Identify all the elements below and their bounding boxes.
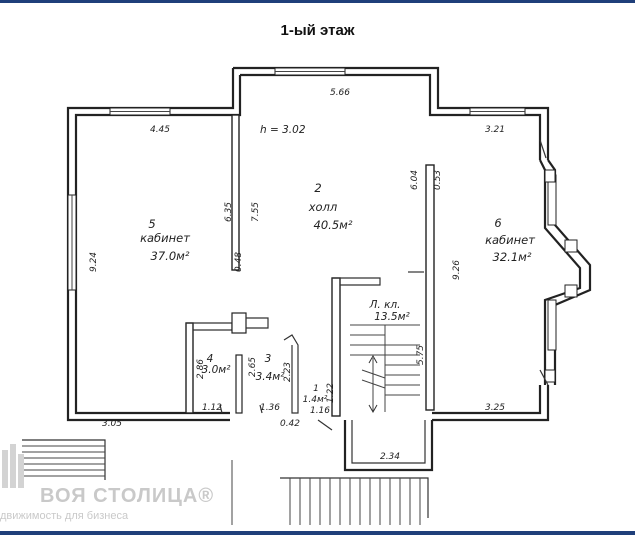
dim-room3-height: 2.65 bbox=[248, 357, 258, 377]
dim-room3-width: 1.36 bbox=[260, 403, 280, 413]
room-3-number: 3 bbox=[265, 353, 272, 365]
top-border bbox=[0, 0, 635, 3]
dim-hall-right: 6.04 bbox=[410, 170, 420, 190]
room-2-area: 40.5м² bbox=[314, 218, 353, 232]
dim-stair-575: 5.75 bbox=[416, 345, 426, 365]
room-5-name: кабинет bbox=[140, 231, 190, 245]
room-2-number: 2 bbox=[314, 181, 321, 195]
room-1-area: 1.4м² bbox=[303, 395, 328, 405]
room-5-number: 5 bbox=[148, 217, 155, 231]
watermark-subtitle: движимость для бизнеса bbox=[0, 510, 129, 522]
windows bbox=[67, 67, 557, 351]
room-4-number: 4 bbox=[207, 353, 214, 365]
stairwell-area: 13.5м² bbox=[374, 311, 410, 323]
dim-left-side: 9.24 bbox=[89, 252, 99, 272]
dim-right-side: 9.26 bbox=[452, 260, 462, 280]
dimension-labels: 5.66 4.45 3.21 3.05 1.12 1.36 0.42 1.16 … bbox=[89, 88, 505, 462]
room-3-area: 3.4м² bbox=[256, 371, 286, 383]
dim-room1-116: 1.16 bbox=[310, 406, 330, 416]
dim-room3-223: 2.23 bbox=[283, 362, 293, 382]
room-1-number: 1 bbox=[313, 384, 319, 394]
room-4-area: 3.0м² bbox=[202, 364, 232, 376]
room-5-area: 37.0м² bbox=[151, 249, 190, 263]
dim-top-left: 4.45 bbox=[150, 125, 170, 135]
dim-hall-left: 7.55 bbox=[251, 202, 261, 222]
dim-wall-635: 6.35 bbox=[224, 202, 234, 222]
entrance-steps bbox=[231, 460, 429, 525]
bottom-border bbox=[0, 531, 635, 535]
side-steps bbox=[22, 439, 106, 480]
room-6-number: 6 bbox=[494, 216, 501, 230]
dim-right-053: 0.53 bbox=[433, 170, 443, 190]
ceiling-height: h = 3.02 bbox=[260, 124, 306, 136]
room-6-area: 32.1м² bbox=[493, 250, 532, 264]
dim-top-hall: 5.66 bbox=[330, 88, 350, 98]
dim-stair-bottom: 2.34 bbox=[380, 452, 400, 462]
door-marks bbox=[219, 139, 549, 431]
stairwell-name: Л. кл. bbox=[369, 299, 401, 311]
dim-room4-height: 2.86 bbox=[196, 359, 206, 379]
dim-bottom-right: 3.25 bbox=[485, 403, 505, 413]
interior-walls bbox=[185, 114, 578, 472]
dim-top-right: 3.21 bbox=[485, 125, 505, 135]
outer-walls bbox=[66, 66, 592, 422]
floor-title: 1-ый этаж bbox=[280, 22, 355, 39]
dim-room4-width: 1.12 bbox=[202, 403, 222, 413]
room-6-name: кабинет bbox=[485, 233, 535, 247]
dim-wall-048: 0.48 bbox=[234, 252, 244, 272]
watermark-logo bbox=[2, 444, 24, 488]
dim-bottom-042: 0.42 bbox=[280, 419, 300, 429]
watermark-name: ВОЯ СТОЛИЦА® bbox=[40, 485, 215, 507]
room-2-name: холл bbox=[308, 200, 338, 214]
dim-hall-122: 1.22 bbox=[326, 383, 336, 403]
staircase bbox=[350, 324, 420, 414]
room-labels: 2 холл 40.5м² 5 кабинет 37.0м² 6 кабинет… bbox=[140, 124, 535, 405]
dim-bottom-left: 3.05 bbox=[102, 419, 122, 429]
